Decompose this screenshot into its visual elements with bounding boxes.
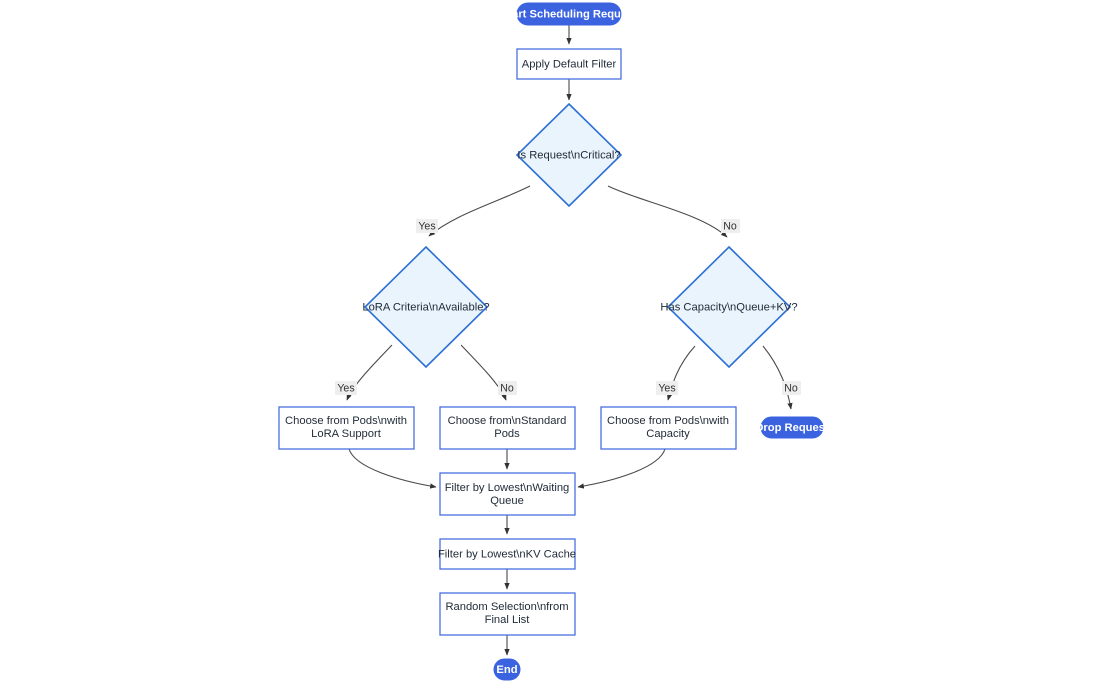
edge-label-critical-no-bg (721, 219, 740, 233)
edge-label-critical-no-text: No (723, 220, 737, 232)
node-random-selection-label-line2: Final List (485, 614, 531, 626)
node-filter-waiting-queue[interactable]: Filter by Lowest\nWaiting Queue (439, 472, 576, 516)
edge-label-critical-yes: Yes (416, 219, 438, 233)
edge-label-lora-yes-bg (335, 381, 357, 395)
node-random-selection-shape[interactable] (439, 592, 576, 636)
edge-label-capacity-yes: Yes (656, 381, 678, 395)
node-filter-waiting-queue-shape[interactable] (439, 472, 576, 516)
edge-label-capacity-no: No (782, 381, 801, 395)
edge-label-lora-yes-text: Yes (337, 382, 354, 394)
edge-label-capacity-yes-text: Yes (658, 382, 675, 394)
node-filter-waiting-queue-label-line1: Filter by Lowest\nWaiting (445, 482, 570, 494)
node-has-capacity-label: Has Capacity\nQueue+KV? (660, 301, 797, 313)
node-end[interactable]: End (493, 658, 521, 681)
node-choose-pods-capacity-shape[interactable] (600, 406, 737, 450)
edge-label-lora-no-bg (498, 381, 517, 395)
node-filter-waiting-queue-label-line2: Queue (490, 495, 524, 507)
edge-capacity-no-to-drop (762, 345, 793, 410)
node-has-capacity-shape[interactable] (666, 245, 792, 369)
node-end-label: End (496, 664, 517, 676)
edge-lora-yes-to-choose-lora (346, 344, 393, 401)
node-start-label: Start Scheduling Request (501, 8, 637, 20)
node-drop-request[interactable]: Drop Request (755, 416, 829, 439)
edge-label-capacity-no-bg (782, 381, 801, 395)
node-random-selection-label-line1: Random Selection\nfrom (445, 601, 568, 613)
edge-critical-yes-to-lora (428, 185, 531, 237)
edges-layer (346, 25, 793, 656)
node-start[interactable]: Start Scheduling Request (501, 2, 637, 26)
node-choose-pods-lora-shape[interactable] (278, 406, 415, 450)
node-filter-kv-cache-label: Filter by Lowest\nKV Cache (438, 548, 576, 560)
node-drop-request-label: Drop Request (755, 422, 829, 434)
node-is-request-critical[interactable]: Is Request\nCritical? (515, 102, 623, 208)
node-lora-criteria-available-shape[interactable] (363, 245, 489, 369)
node-choose-pods-lora-label-line2: LoRA Support (311, 428, 382, 440)
edge-label-critical-yes-text: Yes (418, 220, 435, 232)
node-choose-standard-pods[interactable]: Choose from\nStandard Pods (439, 406, 576, 450)
node-start-shape[interactable] (516, 2, 622, 26)
nodes-layer: Start Scheduling Request Apply Default F… (278, 2, 829, 681)
node-filter-kv-cache-shape[interactable] (439, 538, 576, 570)
node-filter-kv-cache[interactable]: Filter by Lowest\nKV Cache (438, 538, 576, 570)
node-is-request-critical-shape[interactable] (515, 102, 623, 208)
node-lora-criteria-available-label: LoRA Criteria\nAvailable? (362, 301, 489, 313)
node-is-request-critical-label: Is Request\nCritical? (517, 149, 620, 161)
edge-critical-no-to-capacity (607, 185, 728, 238)
node-apply-default-filter-shape[interactable] (516, 48, 622, 80)
node-choose-pods-capacity[interactable]: Choose from Pods\nwith Capacity (600, 406, 737, 450)
edge-label-lora-no: No (498, 381, 517, 395)
edge-label-critical-yes-bg (416, 219, 438, 233)
node-random-selection[interactable]: Random Selection\nfrom Final List (439, 592, 576, 636)
edge-choose-capacity-to-filter-queue (577, 448, 666, 489)
edge-capacity-yes-to-choose-capacity (666, 345, 696, 401)
node-choose-standard-pods-label-line1: Choose from\nStandard (448, 415, 567, 427)
node-choose-pods-lora[interactable]: Choose from Pods\nwith LoRA Support (278, 406, 415, 450)
edge-lora-no-to-standard (460, 344, 507, 401)
node-choose-standard-pods-shape[interactable] (439, 406, 576, 450)
edge-label-lora-yes: Yes (335, 381, 357, 395)
node-choose-standard-pods-label-line2: Pods (494, 428, 520, 440)
node-lora-criteria-available[interactable]: LoRA Criteria\nAvailable? (362, 245, 490, 369)
node-apply-default-filter-label: Apply Default Filter (522, 58, 617, 70)
node-has-capacity[interactable]: Has Capacity\nQueue+KV? (660, 245, 798, 369)
edge-label-capacity-no-text: No (784, 382, 798, 394)
node-choose-pods-capacity-label-line2: Capacity (646, 428, 690, 440)
node-apply-default-filter[interactable]: Apply Default Filter (516, 48, 622, 80)
edge-choose-lora-to-filter-queue (348, 448, 437, 489)
edge-label-lora-no-text: No (500, 382, 514, 394)
node-end-shape[interactable] (493, 658, 521, 681)
node-choose-pods-lora-label-line1: Choose from Pods\nwith (285, 415, 407, 427)
node-choose-pods-capacity-label-line1: Choose from Pods\nwith (607, 415, 729, 427)
node-drop-request-shape[interactable] (760, 416, 824, 439)
edge-labels-layer: Yes No Yes No Yes No (335, 219, 801, 395)
edge-label-capacity-yes-bg (656, 381, 678, 395)
edge-label-critical-no: No (721, 219, 740, 233)
